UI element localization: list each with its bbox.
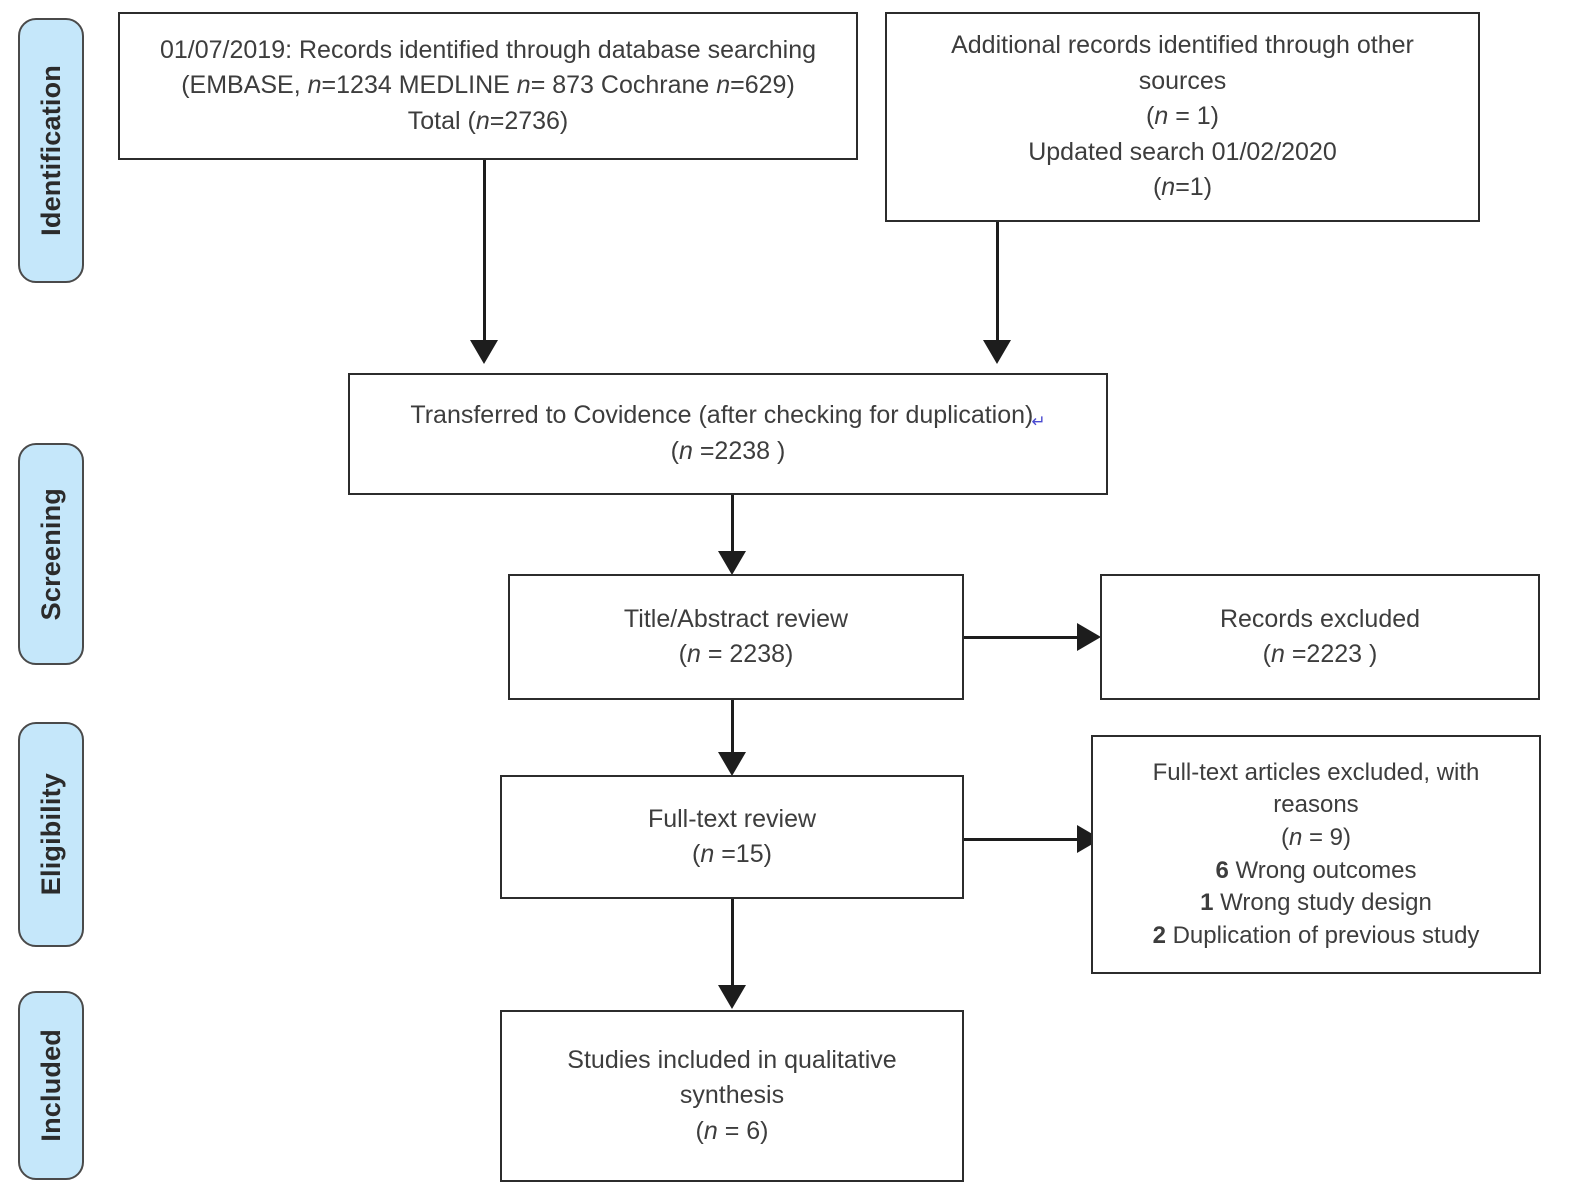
exclusion-reason-3-text: Duplication of previous study [1165,921,1480,949]
cov-l2-b: =2238 ) [692,437,786,466]
exclusion-reason-3: 2 Duplication of previous study [1153,920,1480,953]
records-excluded-line-1: Records excluded [1219,604,1421,633]
connector-fulltext-to-included-arrow [718,985,746,1009]
db-l2-n2: n [516,71,531,100]
fulltext-excluded-line-2: reasons [1273,791,1359,819]
covidence-line-2: (n =2238 ) [671,434,786,470]
exclusion-reason-1: 6 Wrong outcomes [1216,855,1417,888]
cov-l2-a: ( [670,437,679,466]
other-sources-line-1: Additional records identified through ot… [951,31,1414,60]
fe-l3-a: ( [1280,823,1289,851]
os-l3-b: = 1) [1168,102,1219,131]
cursor-artifact-icon: ↵ [1031,412,1046,432]
fulltext-excluded-line-1: Full-text articles excluded, with [1152,758,1480,786]
os-l5-b: =1) [1175,173,1213,202]
db-l2-n3: n [716,71,731,100]
connector-database-to-covidence-arrow [470,340,498,364]
box-included-studies: Studies included in qualitative synthesi… [500,1010,964,1182]
fulltext-review-line-2: (n =15) [692,837,772,873]
re-l2-a: ( [1262,640,1271,668]
exclusion-reason-1-count: 6 [1215,856,1229,884]
connector-title-to-excluded-line [964,636,1077,639]
db-l3-b: =2736) [489,106,569,135]
database-search-line-1: 01/07/2019: Records identified through d… [159,35,817,64]
ta-l2-a: ( [678,640,687,668]
included-studies-line-1: Studies included in qualitative [567,1045,897,1074]
connector-covidence-to-title-line [731,495,734,551]
box-title-abstract-review: Title/Abstract review (n = 2238) [508,574,964,700]
os-l5-n: n [1161,173,1176,202]
db-l3-n: n [475,106,490,135]
exclusion-reason-2-text: Wrong study design [1213,889,1432,917]
phase-tab-identification: Identification [18,18,84,283]
exclusion-reason-2-count: 1 [1200,889,1214,917]
box-covidence: Transferred to Covidence (after checking… [348,373,1108,495]
ta-l2-b: = 2238) [700,640,794,668]
phase-label-eligibility: Eligibility [35,773,66,896]
db-l3-a: Total ( [407,106,476,135]
db-l2-b: =1234 MEDLINE [321,71,517,100]
fulltext-excluded-line-3: (n = 9) [1281,822,1351,855]
other-sources-line-5: (n=1) [1153,170,1212,206]
box-other-sources: Additional records identified through ot… [885,12,1480,222]
included-studies-line-3: (n = 6) [696,1114,769,1150]
fe-l3-b: = 9) [1302,823,1352,851]
db-l2-n1: n [307,71,322,100]
exclusion-reason-3-count: 2 [1152,921,1166,949]
db-l2-a: (EMBASE, [181,71,308,100]
is-l3-n: n [703,1116,718,1145]
cov-l2-n: n [678,437,693,466]
re-l2-b: =2223 ) [1284,640,1378,668]
connector-database-to-covidence-line [483,160,486,340]
db-l2-c: = 873 Cochrane [530,71,717,100]
covidence-line-1: Transferred to Covidence (after checking… [410,398,1045,434]
connector-covidence-to-title-arrow [718,551,746,575]
title-abstract-line-2: (n = 2238) [679,637,794,673]
database-search-line-3: Total (n=2736) [408,104,569,140]
other-sources-line-3: (n = 1) [1146,99,1219,135]
exclusion-reason-2: 1 Wrong study design [1200,887,1432,920]
phase-tab-included: Included [18,991,84,1180]
phase-label-identification: Identification [35,65,66,236]
os-l3-a: ( [1146,102,1155,131]
re-l2-n: n [1270,640,1285,668]
box-fulltext-review: Full-text review (n =15) [500,775,964,899]
is-l3-a: ( [695,1116,704,1145]
phase-label-included: Included [35,1029,66,1142]
other-sources-line-2: sources [1138,66,1227,95]
is-l3-b: = 6) [717,1116,769,1145]
phase-tab-screening: Screening [18,443,84,665]
box-database-search: 01/07/2019: Records identified through d… [118,12,858,160]
included-studies-line-2: synthesis [679,1081,785,1110]
fr-l2-a: ( [692,840,701,868]
records-excluded-line-2: (n =2223 ) [1263,637,1378,673]
os-l3-n: n [1154,102,1169,131]
fulltext-review-line-1: Full-text review [647,804,817,833]
connector-title-to-fulltext-line [731,700,734,752]
db-l2-d: =629) [730,71,795,100]
exclusion-reason-1-text: Wrong outcomes [1228,856,1417,884]
connector-other-to-covidence-line [996,222,999,340]
cov-l1: Transferred to Covidence (after checking… [410,401,1034,430]
os-l5-a: ( [1152,173,1162,202]
fr-l2-b: =15) [714,840,772,868]
database-search-line-2: (EMBASE, n=1234 MEDLINE n= 873 Cochrane … [181,68,795,104]
box-records-excluded: Records excluded (n =2223 ) [1100,574,1540,700]
phase-tab-eligibility: Eligibility [18,722,84,947]
connector-title-to-excluded-arrow [1077,623,1101,651]
connector-other-to-covidence-arrow [983,340,1011,364]
connector-fulltext-to-included-line [731,899,734,985]
box-fulltext-excluded-with-reasons: Full-text articles excluded, with reason… [1091,735,1541,974]
fr-l2-n: n [700,840,715,868]
ta-l2-n: n [686,640,701,668]
connector-fulltext-to-excluded-line [964,838,1077,841]
phase-label-screening: Screening [35,487,66,621]
other-sources-line-4: Updated search 01/02/2020 [1028,137,1337,166]
connector-title-to-fulltext-arrow [718,752,746,776]
fe-l3-n: n [1288,823,1303,851]
title-abstract-line-1: Title/Abstract review [623,604,849,633]
